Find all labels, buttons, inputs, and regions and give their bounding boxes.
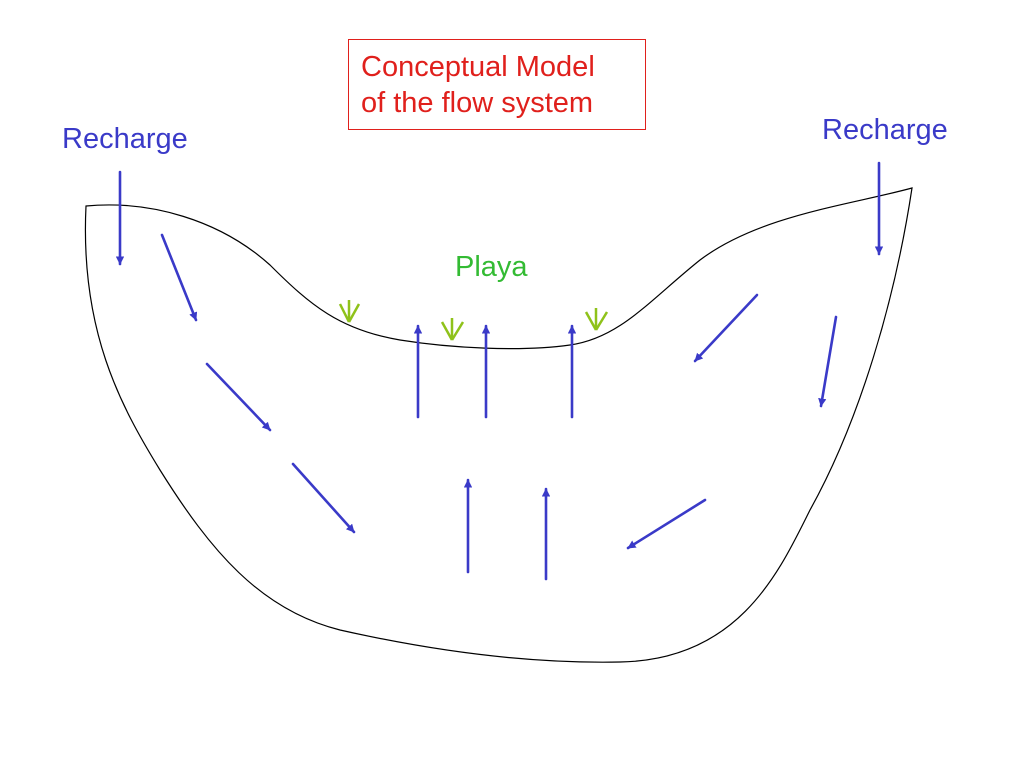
flow-arrow-icon xyxy=(693,293,759,363)
title-line-1: Conceptual Model xyxy=(361,50,595,83)
title-line-2: of the flow system xyxy=(361,86,594,119)
evaporation-icon xyxy=(584,308,609,331)
basin-outline xyxy=(84,187,913,663)
flow-arrow-icon xyxy=(291,462,356,534)
flow-arrow-icon xyxy=(205,362,272,432)
flow-arrow-icon xyxy=(626,498,707,550)
flow-arrow-icon xyxy=(160,233,198,322)
flow-arrow-icon xyxy=(818,315,838,408)
playa-label: Playa xyxy=(455,251,528,283)
title-box: Conceptual Model of the flow system xyxy=(348,39,646,130)
recharge-label-left: Recharge xyxy=(62,123,188,155)
evaporation-icon xyxy=(440,318,465,341)
evaporation-icon xyxy=(338,300,361,323)
recharge-label-right: Recharge xyxy=(822,114,948,146)
